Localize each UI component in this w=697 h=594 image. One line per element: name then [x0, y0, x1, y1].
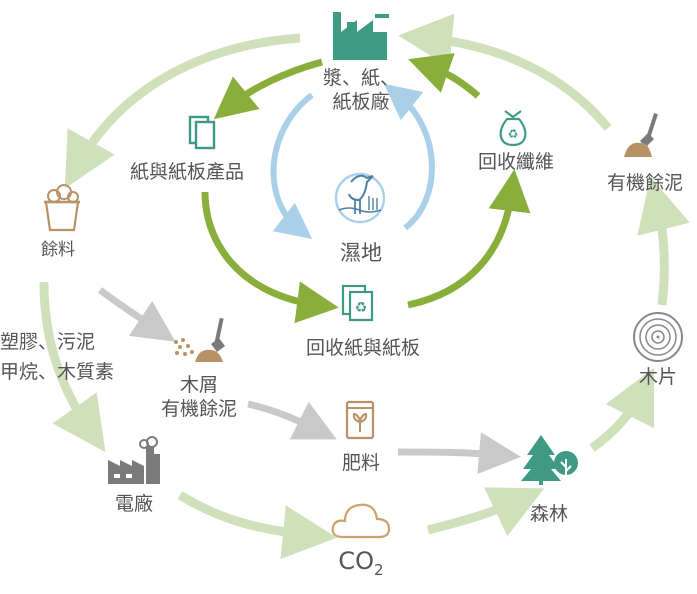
residue-label: 餘料 [41, 240, 75, 260]
residue-outputs-text: 塑膠、污泥甲烷、木質素 [0, 331, 115, 383]
power-plant-label: 電廠 [114, 493, 154, 515]
recycle-bag-icon: ♻ [499, 110, 527, 147]
power-plant-icon [108, 436, 160, 484]
recycled-paper-label: 回收紙與紙板 [305, 337, 421, 359]
wood-waste-label: 木屑有機餘泥 [161, 373, 237, 421]
seed-bag-icon [345, 400, 375, 440]
co2-subscript: 2 [374, 560, 384, 579]
arrow-residue-to-woodwaste [97, 287, 176, 342]
sawdust-icon [174, 317, 225, 362]
arrow-forest-to-woodchips [589, 367, 655, 452]
co2-label: CO2 [338, 546, 383, 585]
arrow-power-to-co2 [177, 491, 337, 560]
wetland-label: 濕地 [340, 241, 382, 265]
heron-icon [334, 172, 386, 224]
fertilizer-label: 肥料 [341, 452, 381, 474]
paper-products-label: 紙與紙板產品 [129, 161, 245, 183]
arrow-fertilizer-to-forest [397, 432, 521, 475]
svg-text:♻: ♻ [355, 300, 368, 316]
paper-stack-icon [188, 115, 216, 150]
mill-label: 漿、紙、紙板廠 [323, 66, 399, 114]
arrow-co2-to-forest [426, 487, 545, 537]
shovel-pile-icon [624, 113, 658, 157]
recycle-documents-icon: ♻ [341, 284, 374, 322]
arrow-recycled-paper-to-fiber [407, 169, 531, 309]
forest-label: 森林 [529, 503, 569, 525]
organic-sludge-label: 有機餘泥 [606, 172, 684, 194]
co2-main: CO [338, 547, 375, 575]
bucket-icon [44, 184, 80, 232]
arrow-mill-to-residue [64, 33, 301, 189]
mill-text: 漿、紙、紙板廠 [322, 67, 400, 113]
arrow-fiber-to-mill [408, 53, 481, 99]
arrow-wetland-to-mill [383, 83, 435, 231]
arrow-products-to-recycled-paper [201, 191, 339, 324]
arrow-woodwaste-to-fertilizer [247, 400, 337, 440]
arrow-woodchips-to-sludge [637, 176, 690, 306]
residue-outputs-label: 塑膠、污泥甲烷、木質素 [0, 327, 114, 387]
arrow-mill-to-products [213, 58, 323, 120]
wood-waste-text: 木屑有機餘泥 [160, 374, 238, 420]
trees-icon [521, 435, 578, 485]
cloud-icon [331, 503, 391, 539]
log-rings-icon [633, 312, 683, 362]
arrow-sludge-to-mill [398, 13, 612, 131]
svg-text:♻: ♻ [508, 127, 519, 141]
arrow-mill-to-wetland [270, 92, 314, 240]
recycled-fiber-label: 回收纖維 [477, 151, 555, 173]
wood-chips-label: 木片 [638, 366, 678, 388]
factory-icon [333, 12, 389, 60]
arrow-residue-to-power [39, 281, 106, 453]
